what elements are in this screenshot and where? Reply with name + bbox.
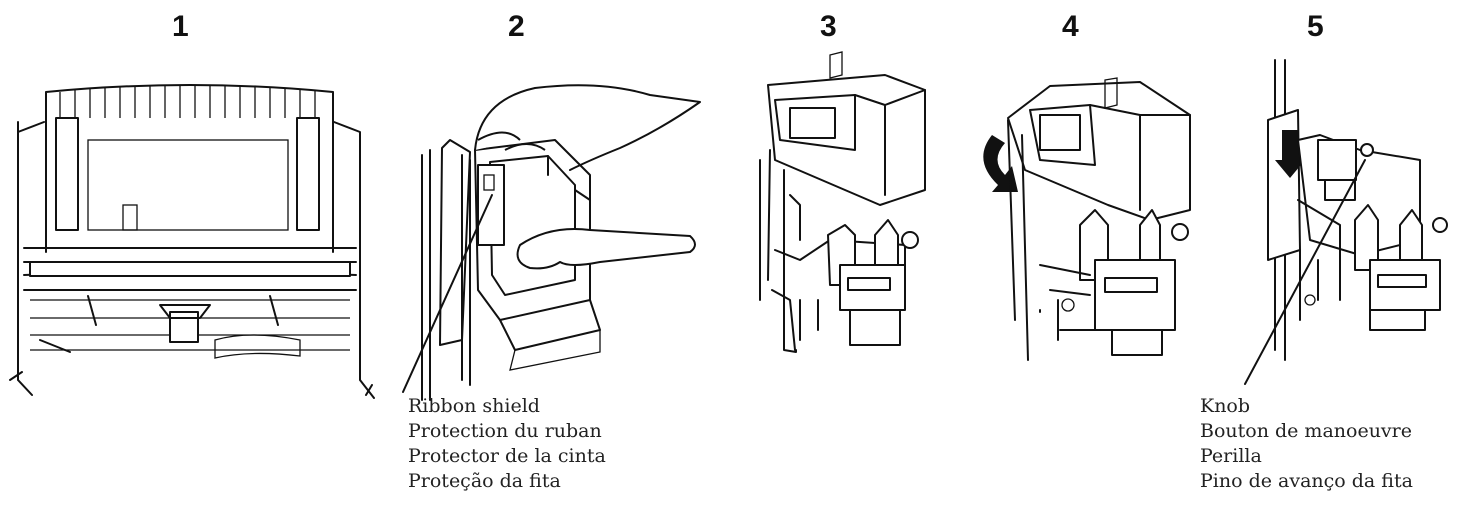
ribbon-shield-label-en: Ribbon shield	[408, 395, 540, 417]
knob-label-pt: Pino de avanço da fita	[1200, 470, 1413, 492]
ribbon-shield-label-fr: Protection du ruban	[408, 420, 602, 442]
step-number-5: 5	[1307, 10, 1324, 43]
knob-label-en: Knob	[1200, 395, 1251, 417]
knob-callout: Knob Bouton de manoeuvre Perilla Pino de…	[1200, 394, 1413, 494]
ribbon-shield-callout: Ribbon shield Protection du ruban Protec…	[408, 394, 606, 494]
cassette-pressed-illustration	[983, 77, 1191, 361]
knob-illustration	[1244, 59, 1448, 385]
ribbon-insertion-illustration	[402, 84, 701, 401]
step-number-4: 4	[1062, 10, 1079, 43]
step-number-3: 3	[820, 10, 837, 43]
printer-top-view-illustration	[9, 84, 375, 399]
cassette-tilted-illustration	[759, 51, 926, 353]
step-number-1: 1	[172, 10, 189, 43]
step-number-2: 2	[508, 10, 525, 43]
knob-label-fr: Bouton de manoeuvre	[1200, 420, 1412, 442]
ribbon-shield-label-pt: Proteção da fita	[408, 470, 561, 492]
ribbon-shield-label-es: Protector de la cinta	[408, 445, 606, 467]
knob-label-es: Perilla	[1200, 445, 1262, 467]
